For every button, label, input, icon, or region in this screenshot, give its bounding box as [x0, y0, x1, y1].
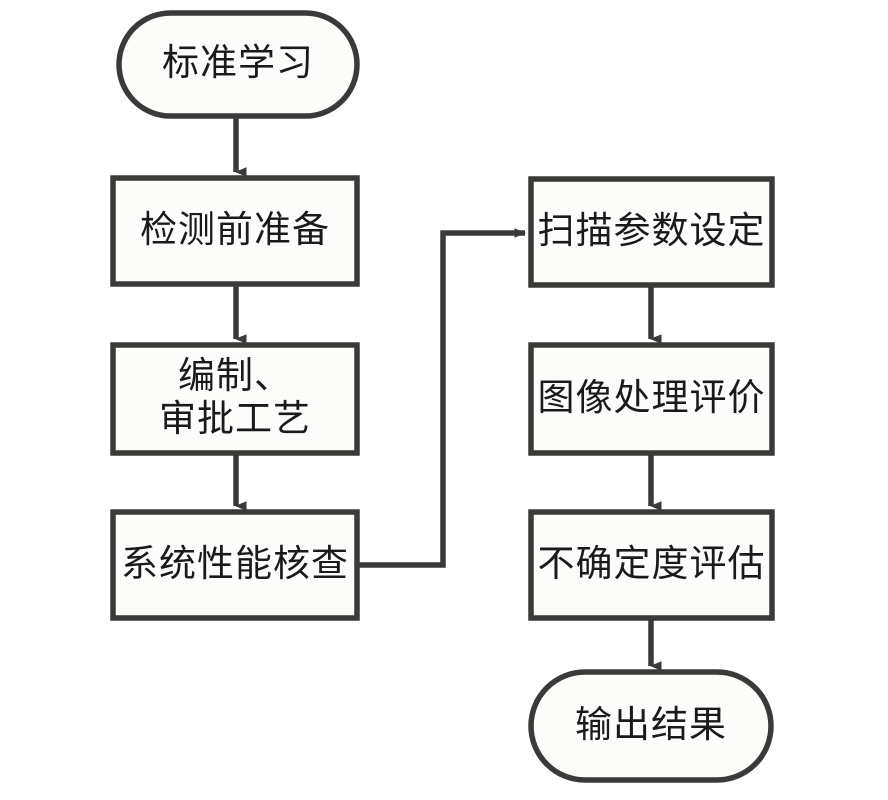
node-shape-uncertainty[interactable] — [528, 509, 775, 621]
node-shapes — [110, 10, 775, 783]
node-shape-image-eval[interactable] — [528, 342, 775, 456]
node-shape-prep[interactable] — [110, 175, 360, 287]
node-shape-scan-params[interactable] — [528, 176, 775, 288]
node-shape-process-doc[interactable] — [110, 342, 360, 456]
node-shape-output[interactable] — [528, 669, 774, 783]
edge-system-check-to-scan-params — [357, 228, 526, 568]
connectors — [233, 116, 662, 671]
node-shape-start[interactable] — [116, 10, 360, 119]
node-shape-system-check[interactable] — [110, 509, 360, 621]
